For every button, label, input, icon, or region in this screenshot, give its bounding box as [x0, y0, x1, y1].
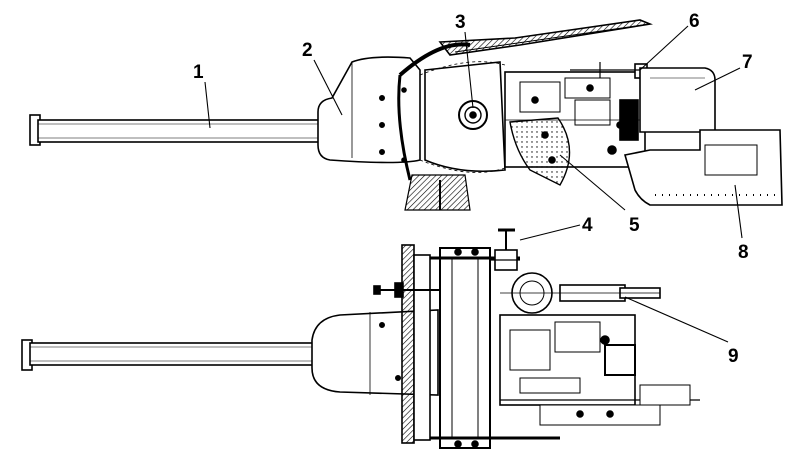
side-shield	[397, 19, 653, 181]
side-breech	[504, 71, 646, 168]
top-breech	[499, 314, 700, 426]
side-mantlet	[317, 56, 421, 164]
top-barrel	[21, 339, 321, 371]
callout-2: 2	[302, 40, 313, 61]
callout-1: 1	[193, 62, 204, 83]
callout-8: 8	[738, 242, 749, 263]
top-view	[21, 228, 700, 449]
callout-3: 3	[455, 12, 466, 33]
side-barrel	[29, 114, 324, 146]
top-rod	[373, 285, 440, 295]
callouts: 1 2 3 4 5 6 7 8 9	[193, 11, 753, 367]
side-view	[29, 19, 783, 211]
side-elevating-arc	[419, 61, 506, 173]
callout-5: 5	[629, 215, 640, 236]
callout-9: 9	[728, 346, 739, 367]
callout-6: 6	[689, 11, 700, 32]
callout-4: 4	[582, 215, 593, 236]
top-range-drum	[500, 272, 661, 314]
side-quadrant	[509, 117, 571, 186]
side-recoil-guard	[639, 67, 716, 133]
side-mount-base	[404, 174, 471, 211]
side-deflector	[623, 129, 783, 206]
top-mount-frame	[430, 247, 560, 449]
top-handwheel	[490, 228, 520, 271]
leader-lines	[204, 25, 743, 343]
callout-7: 7	[742, 52, 753, 73]
